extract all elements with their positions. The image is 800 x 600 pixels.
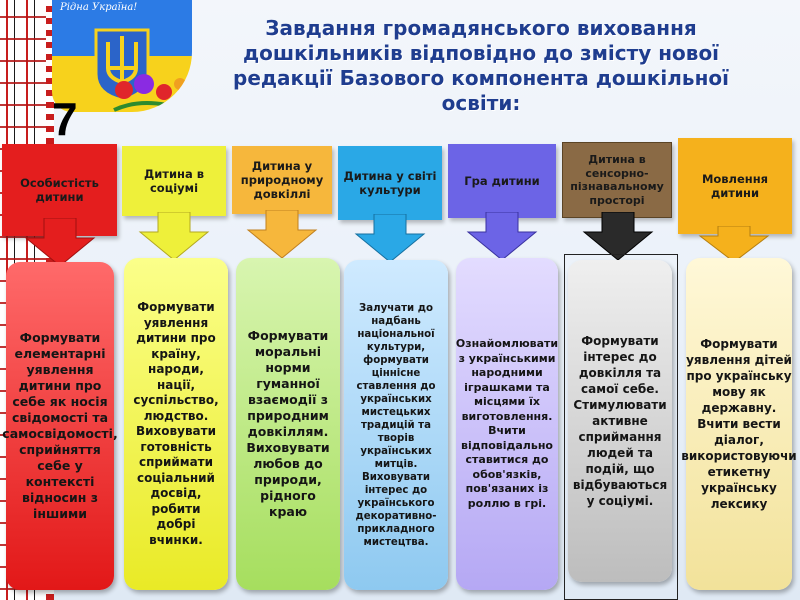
down-arrow-icon bbox=[582, 212, 654, 261]
column-text-sensory: Формувати інтерес до довкілля та самої с… bbox=[568, 260, 672, 582]
column-heading-speech: Мовлення дитини bbox=[678, 138, 792, 234]
column-text: Формувати уявлення дитини про країну, на… bbox=[133, 300, 219, 547]
heading-text: Дитина в соціумі bbox=[143, 167, 204, 195]
column-heading-personality: Особистість дитини bbox=[2, 144, 117, 236]
page-number: 7 bbox=[52, 93, 78, 145]
column-text-speech: Формувати уявлення дітей про українську … bbox=[681, 258, 797, 590]
down-arrow-icon bbox=[354, 214, 426, 263]
flag-emblem-badge: Рідна Україна! bbox=[52, 0, 192, 112]
down-arrow-icon bbox=[24, 218, 96, 266]
heading-text: Мовлення дитини bbox=[701, 172, 769, 200]
column-text: Залучати до надбань національної культур… bbox=[355, 302, 437, 548]
page-title: Завдання громадянського виховання дошкіл… bbox=[233, 16, 729, 115]
column-heading-sensory: Дитина в сенсорно-пізнавальному просторі bbox=[562, 142, 672, 218]
heading-text: Особистість дитини bbox=[20, 176, 99, 204]
column-text-culture: Залучати до надбань національної культур… bbox=[344, 260, 448, 590]
heading-text: Гра дитини bbox=[464, 174, 540, 188]
column-text: Формувати елементарні уявлення дитини пр… bbox=[2, 330, 118, 521]
column-text: Ознайомлювати з українськими народними і… bbox=[455, 337, 559, 510]
column-heading-play: Гра дитини bbox=[448, 144, 556, 218]
badge-caption: Рідна Україна! bbox=[60, 2, 138, 13]
column-text: Формувати уявлення дітей про українську … bbox=[681, 337, 797, 511]
column-text: Формувати інтерес до довкілля та самої с… bbox=[572, 334, 668, 508]
down-arrow-icon bbox=[246, 210, 318, 259]
column-text: Формувати моральні норми гуманної взаємо… bbox=[246, 328, 330, 519]
column-text-play: Ознайомлювати з українськими народними і… bbox=[456, 258, 558, 590]
column-heading-society: Дитина в соціумі bbox=[122, 146, 226, 216]
column-heading-culture: Дитина у світі культури bbox=[338, 146, 442, 220]
column-text-personality: Формувати елементарні уявлення дитини пр… bbox=[2, 262, 118, 590]
heading-text: Дитина в сенсорно-пізнавальному просторі bbox=[570, 153, 664, 207]
heading-text: Дитина у світі культури bbox=[343, 169, 437, 197]
down-arrow-icon bbox=[138, 212, 210, 261]
column-text-nature: Формувати моральні норми гуманної взаємо… bbox=[236, 258, 340, 590]
flowers-icon bbox=[113, 74, 187, 112]
column-text-society: Формувати уявлення дитини про країну, на… bbox=[124, 258, 228, 590]
column-heading-nature: Дитина у природному довкіллі bbox=[232, 146, 332, 214]
heading-text: Дитина у природному довкіллі bbox=[240, 159, 324, 201]
down-arrow-icon bbox=[698, 226, 770, 262]
down-arrow-icon bbox=[466, 212, 538, 261]
